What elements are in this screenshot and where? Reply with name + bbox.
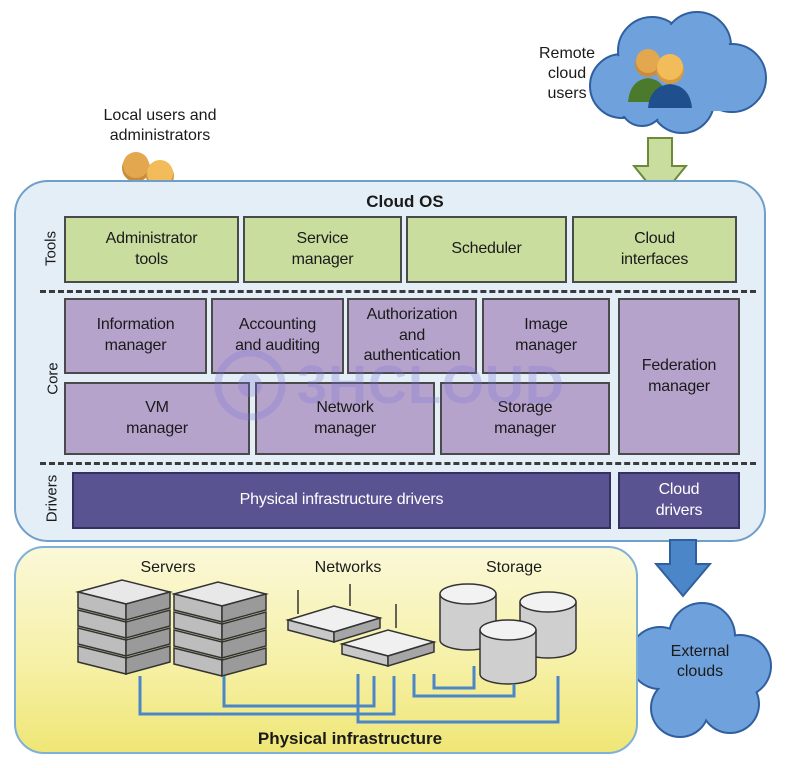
storage-disks-icon bbox=[439, 583, 577, 685]
external-clouds-arrow bbox=[654, 539, 712, 598]
physical-infrastructure-title: Physical infrastructure bbox=[257, 729, 443, 748]
image-manager-box: Image manager bbox=[482, 298, 610, 374]
cloud-interfaces-box: Cloud interfaces bbox=[572, 216, 737, 283]
networks-label: Networks bbox=[314, 559, 382, 576]
service-manager-box: Service manager bbox=[243, 216, 402, 283]
storage-manager-box: Storage manager bbox=[440, 382, 610, 455]
core-label: Core bbox=[44, 362, 62, 395]
servers-icon bbox=[75, 579, 269, 677]
external-cloud-shape bbox=[628, 602, 772, 738]
physical-infrastructure-drivers-box: Physical infrastructure drivers bbox=[72, 472, 611, 529]
external-clouds-label: External clouds bbox=[670, 643, 730, 680]
local-users-label: Local users and administrators bbox=[103, 107, 217, 144]
remote-users-icon bbox=[628, 49, 692, 108]
drivers-label: Drivers bbox=[43, 474, 61, 523]
remote-users-label: Remote cloud users bbox=[538, 45, 596, 102]
scheduler-box: Scheduler bbox=[406, 216, 567, 283]
federation-manager-box: Federation manager bbox=[618, 298, 740, 455]
information-manager-box: Information manager bbox=[64, 298, 207, 374]
authorization-authentication-box: Authorization and authentication bbox=[347, 298, 477, 374]
network-switches-icon bbox=[285, 584, 437, 668]
vm-manager-box: VM manager bbox=[64, 382, 250, 455]
cloud-drivers-box: Cloud drivers bbox=[618, 472, 740, 529]
administrator-tools-box: Administrator tools bbox=[64, 216, 239, 283]
tools-core-divider bbox=[40, 290, 756, 293]
core-drivers-divider bbox=[40, 462, 756, 465]
tools-label: Tools bbox=[42, 230, 60, 267]
storage-label: Storage bbox=[485, 559, 543, 576]
physical-connections bbox=[138, 666, 560, 724]
network-manager-box: Network manager bbox=[255, 382, 435, 455]
servers-label: Servers bbox=[140, 559, 196, 576]
cloud-os-title: Cloud OS bbox=[366, 192, 444, 211]
accounting-auditing-box: Accounting and auditing bbox=[211, 298, 344, 374]
